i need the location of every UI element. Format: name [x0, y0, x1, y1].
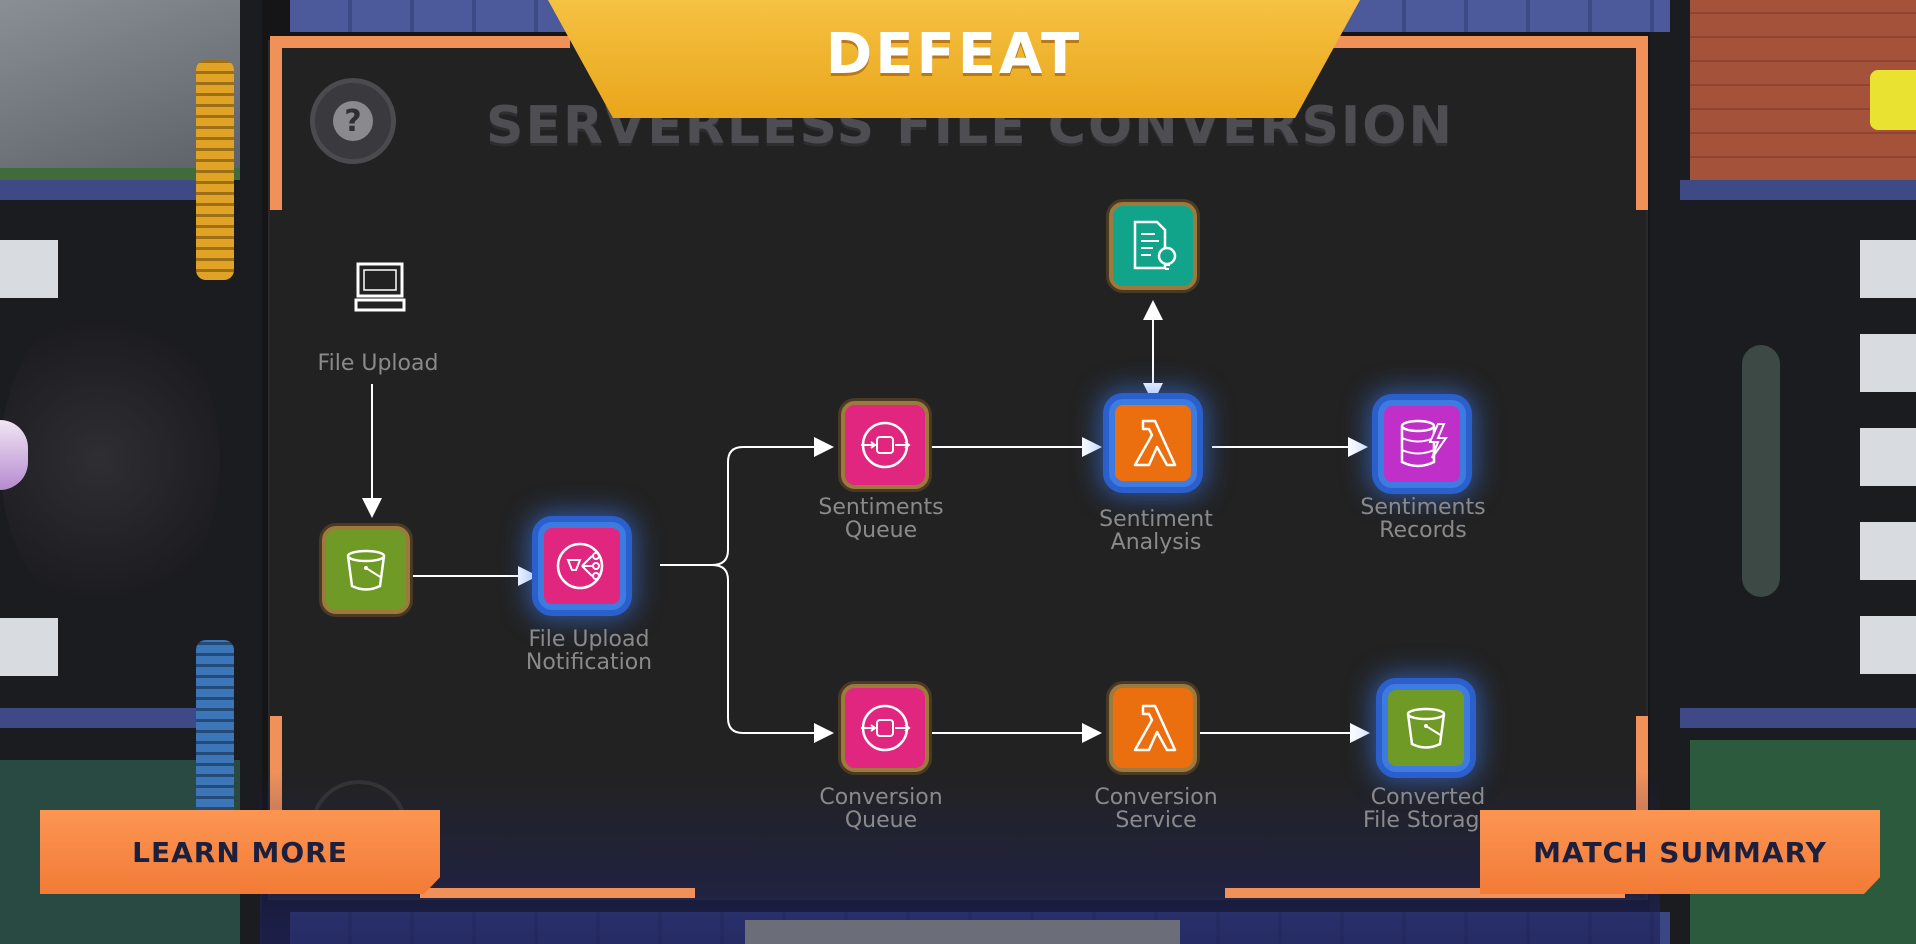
sqs-queue-icon — [861, 704, 911, 752]
scenery-yellow-pillar — [196, 60, 234, 280]
sentiments-records-node[interactable] — [1378, 400, 1466, 488]
lambda-icon — [1133, 704, 1177, 752]
scenery-bottom-bar — [745, 920, 1180, 944]
scenery-brick-wall — [1680, 708, 1916, 728]
scenery-side-pad — [1860, 240, 1916, 298]
result-banner-text: DEFEAT — [825, 22, 1083, 87]
scenery-brick-wall — [0, 708, 210, 728]
help-button[interactable]: ? — [310, 78, 396, 164]
sns-topic-icon — [556, 542, 604, 590]
sentiments-queue-label: Sentiments Queue — [818, 495, 944, 543]
file-upload-notification-label: File Upload Notification — [525, 627, 653, 675]
match-summary-button[interactable]: MATCH SUMMARY — [1480, 810, 1880, 894]
document-insight-icon — [1133, 220, 1177, 270]
board-trim — [1320, 36, 1648, 48]
question-mark-icon: ? — [333, 101, 373, 141]
arrow-notification-to-sentiments-queue — [660, 437, 834, 566]
scenery-grass — [0, 168, 240, 180]
conversion-service-node[interactable] — [1109, 684, 1197, 772]
scenery-side-pad — [1860, 616, 1916, 674]
board-trim — [420, 888, 695, 898]
scenery-brick-wall — [0, 180, 210, 200]
conversion-queue-label: Conversion Queue — [819, 785, 943, 833]
file-upload-label: File Upload — [317, 351, 439, 376]
scenery-side-pad — [1860, 428, 1916, 486]
scenery-side-pad — [1860, 522, 1916, 580]
player-character-shadow — [0, 295, 220, 625]
upload-bucket-node[interactable] — [322, 526, 410, 614]
scenery-side-pad — [0, 240, 58, 298]
s3-bucket-icon — [1406, 707, 1446, 749]
scenery-brick-wall — [1680, 180, 1916, 200]
sentiments-records-label: Sentiments Records — [1360, 495, 1486, 543]
sentiment-analysis-node[interactable] — [1109, 399, 1197, 487]
board-trim — [1636, 40, 1648, 210]
dynamodb-icon — [1400, 419, 1448, 468]
scenery-bench — [1742, 345, 1780, 597]
converted-file-storage-node[interactable] — [1382, 684, 1470, 772]
arrow-notification-to-conversion-queue — [711, 564, 834, 743]
scenery-side-pad — [0, 618, 58, 676]
conversion-queue-node[interactable] — [841, 684, 929, 772]
laptop-icon — [354, 262, 406, 312]
scenery-blue-pillar — [196, 640, 234, 840]
scenery-yellow-lamp — [1870, 70, 1916, 130]
sqs-queue-icon — [861, 421, 911, 469]
board-trim — [270, 36, 570, 48]
board-trim — [1225, 888, 1625, 898]
converted-file-storage-label: Converted File Storage — [1363, 785, 1493, 833]
result-banner — [548, 0, 1360, 118]
scenery-side-pad — [1860, 334, 1916, 392]
document-insight-node[interactable] — [1109, 202, 1197, 290]
sentiment-analysis-label: Sentiment Analysis — [1099, 507, 1213, 555]
learn-more-button[interactable]: LEARN MORE — [40, 810, 440, 894]
board-bottom-glow — [260, 770, 1660, 944]
lambda-icon — [1133, 419, 1177, 467]
file-upload-notification-node[interactable] — [538, 522, 626, 610]
s3-bucket-icon — [346, 549, 386, 591]
conversion-service-label: Conversion Service — [1094, 785, 1218, 833]
board-trim — [270, 40, 282, 210]
sentiments-queue-node[interactable] — [841, 401, 929, 489]
